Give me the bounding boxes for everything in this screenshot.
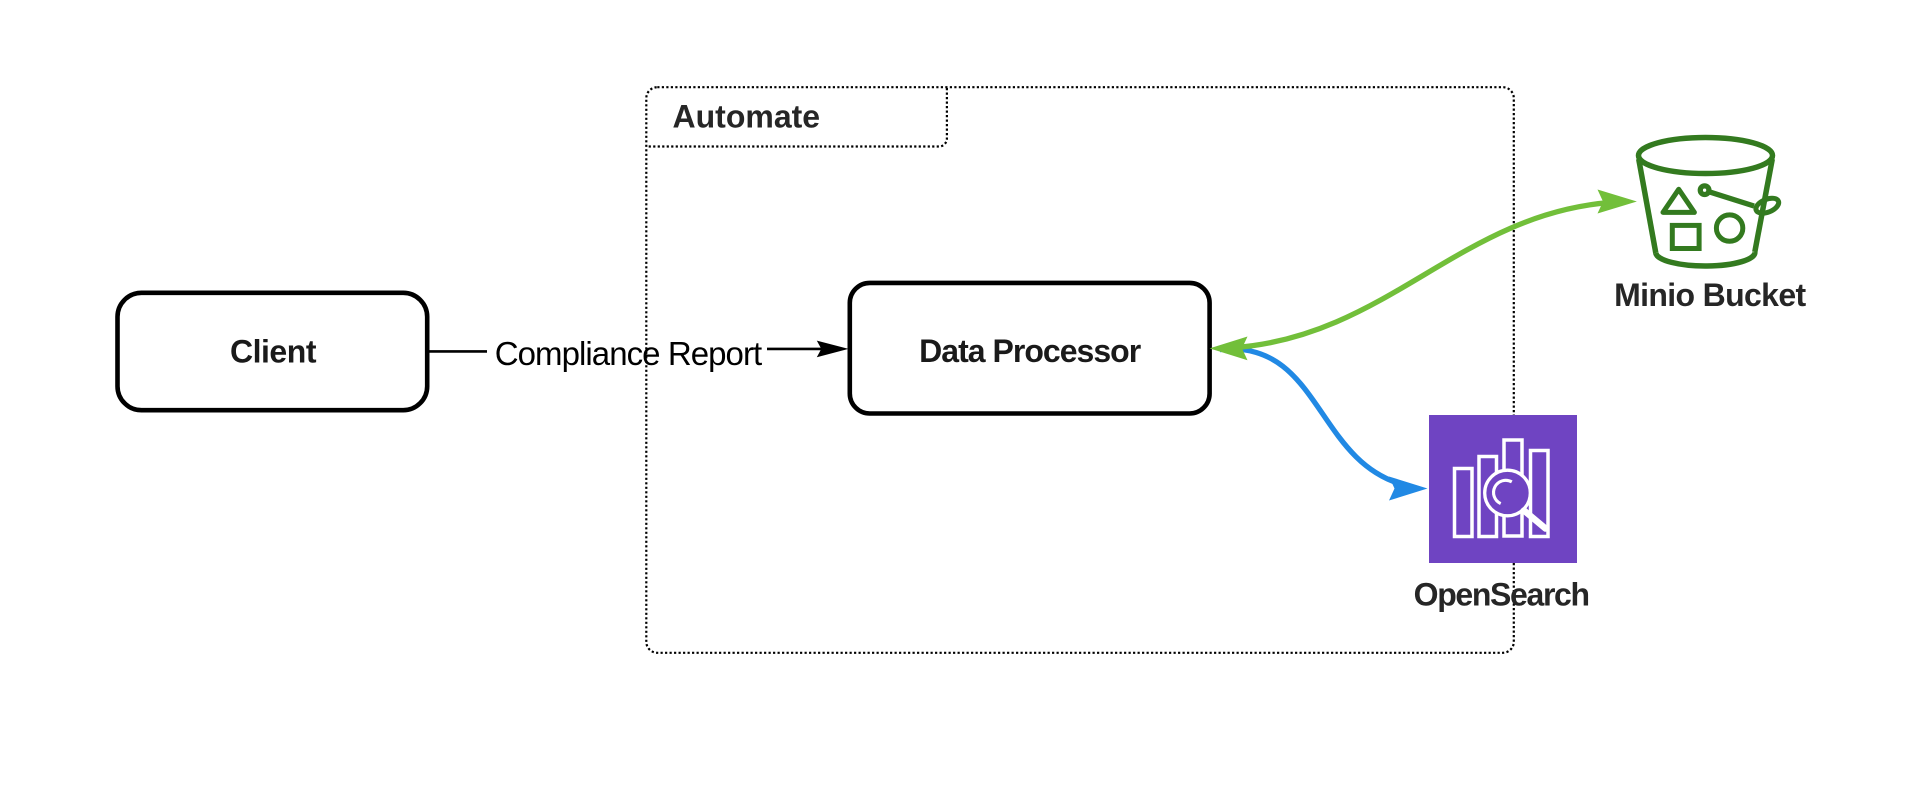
svg-text:Minio Bucket: Minio Bucket xyxy=(1614,277,1806,313)
svg-text:Compliance Report: Compliance Report xyxy=(495,335,762,372)
svg-text:Client: Client xyxy=(230,334,317,370)
svg-text:Data Processor: Data Processor xyxy=(919,333,1141,369)
svg-text:OpenSearch: OpenSearch xyxy=(1414,577,1589,613)
svg-text:Automate: Automate xyxy=(673,99,821,135)
